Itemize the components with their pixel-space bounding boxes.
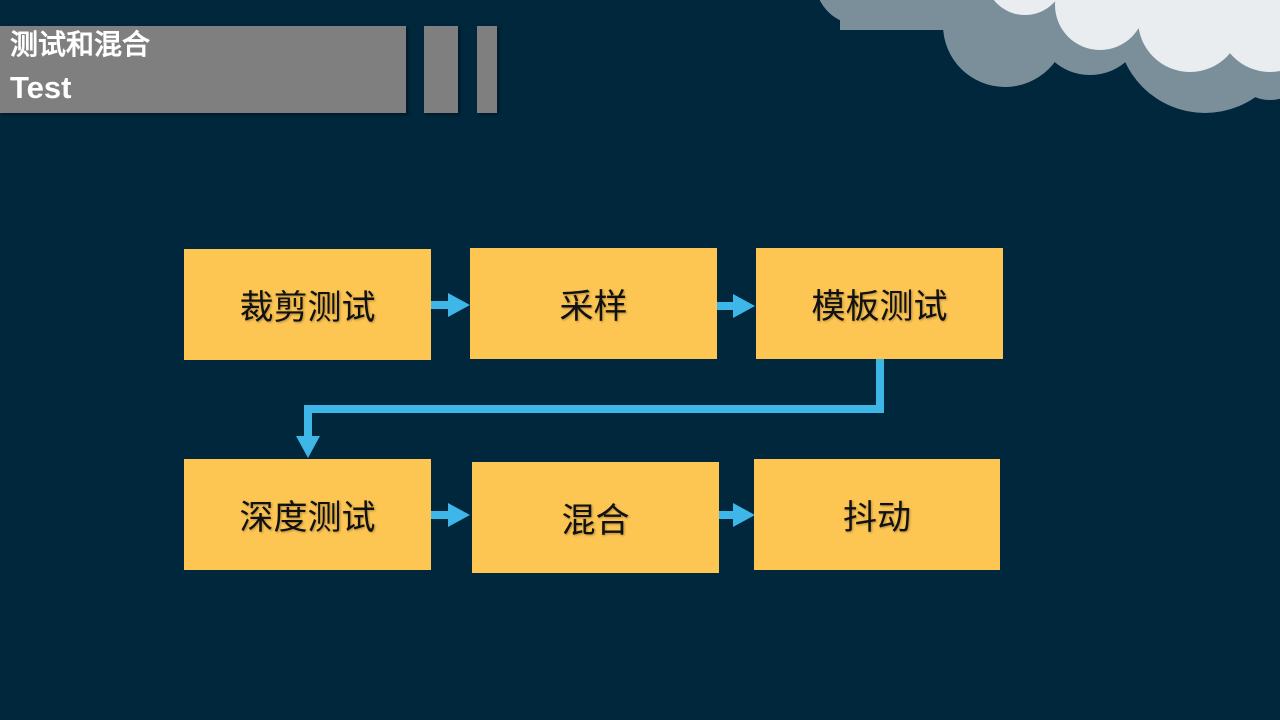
arrow-blend-to-dither <box>719 503 755 527</box>
step-label: 采样 <box>559 287 628 327</box>
arrow-sample-to-stencil <box>717 294 755 318</box>
title-bar <box>0 26 406 113</box>
slide-title-chinese: 测试和混合 <box>10 28 151 61</box>
arrow-clip-to-sample <box>431 293 470 317</box>
step-label: 模板测试 <box>811 287 948 327</box>
step-label: 裁剪测试 <box>239 288 376 328</box>
slide-title-english: Test <box>10 70 72 105</box>
step-label: 抖动 <box>843 498 911 538</box>
cloud-front-shape <box>993 0 1280 72</box>
arrow-stencil-to-depth <box>296 358 884 458</box>
step-sampling: 采样 <box>470 248 717 359</box>
arrow-depth-to-blend <box>431 503 470 527</box>
cloud-decoration-icon <box>819 0 1280 113</box>
step-dithering: 抖动 <box>754 459 1000 570</box>
step-stencil-test: 模板测试 <box>756 248 1003 359</box>
title-bar-stripe-2 <box>477 26 497 113</box>
step-label: 深度测试 <box>239 498 376 538</box>
title-bar-stripe-1 <box>424 26 458 113</box>
step-blending: 混合 <box>472 462 719 573</box>
step-scissor-test: 裁剪测试 <box>184 249 431 360</box>
step-label: 混合 <box>561 501 630 541</box>
step-depth-test: 深度测试 <box>184 459 431 570</box>
